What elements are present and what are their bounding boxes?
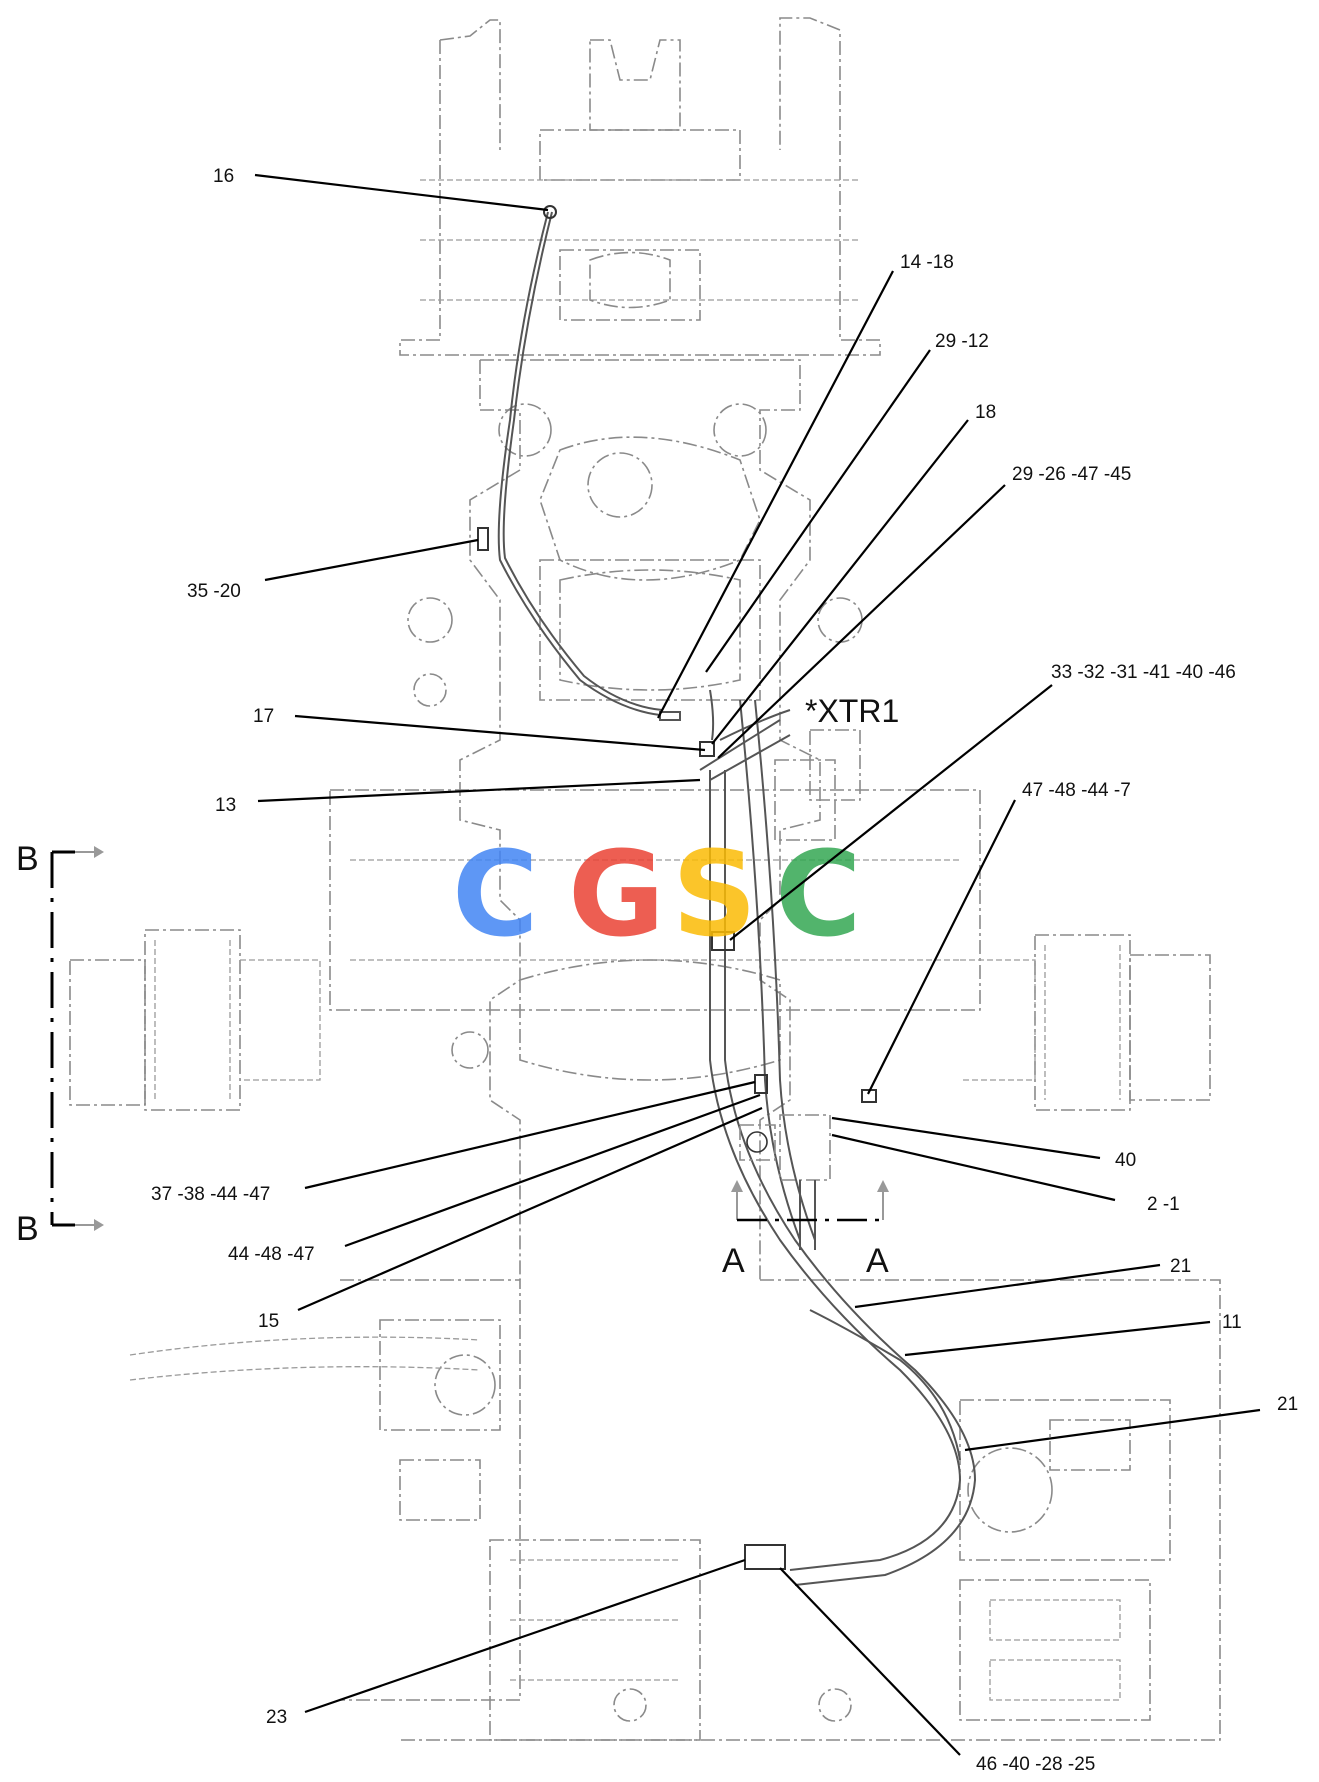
watermark-letter-2: G <box>568 825 665 963</box>
upper-hose <box>497 211 661 716</box>
watermark: C G S C <box>452 825 862 963</box>
callout-14-18: 14 -18 <box>900 252 954 273</box>
callout-40: 40 <box>1115 1150 1136 1171</box>
callout-37-38-44-47: 37 -38 -44 -47 <box>151 1184 270 1205</box>
machine-frame-drawing <box>69 17 1221 1741</box>
callout-29-26-47-45: 29 -26 -47 -45 <box>1012 464 1131 485</box>
callout-2-1: 2 -1 <box>1147 1194 1180 1215</box>
section-markers <box>50 846 889 1231</box>
watermark-letter-1: C <box>452 825 539 963</box>
section-label-a-left: A <box>722 1242 745 1280</box>
callout-21-upper: 21 <box>1170 1256 1191 1277</box>
callout-47-48-44-7: 47 -48 -44 -7 <box>1022 780 1131 801</box>
xtr-label: *XTR1 <box>805 693 899 729</box>
callout-11: 11 <box>1222 1312 1242 1333</box>
callout-23: 23 <box>266 1707 287 1728</box>
clamp-33-icon <box>711 931 735 951</box>
leader-lines <box>254 173 1261 1756</box>
clip-35-icon <box>477 527 489 551</box>
fitting-37-icon <box>754 1074 768 1094</box>
fitting-16-icon <box>543 205 557 219</box>
section-label-b-top: B <box>16 840 39 878</box>
section-label-a-right: A <box>866 1242 889 1280</box>
watermark-letter-3: S <box>672 825 757 963</box>
hose-routing <box>477 205 977 1586</box>
section-label-b-bottom: B <box>16 1210 39 1248</box>
callout-16: 16 <box>213 166 234 187</box>
bundle-hose <box>809 1309 961 1461</box>
callout-44-48-47: 44 -48 -47 <box>228 1244 315 1265</box>
callout-18: 18 <box>975 402 996 423</box>
callout-15: 15 <box>258 1311 279 1332</box>
coupling-23-icon <box>744 1544 786 1570</box>
callout-17: 17 <box>253 706 274 727</box>
main-hose-left <box>709 770 962 1571</box>
callout-13: 13 <box>215 795 236 816</box>
callout-21-lower: 21 <box>1277 1394 1298 1415</box>
callout-46-40-28-25: 46 -40 -28 -25 <box>976 1754 1095 1775</box>
callout-33-32-31-41-40-46: 33 -32 -31 -41 -40 -46 <box>1051 662 1236 683</box>
callout-29-12: 29 -12 <box>935 331 989 352</box>
callout-35-20: 35 -20 <box>187 581 241 602</box>
